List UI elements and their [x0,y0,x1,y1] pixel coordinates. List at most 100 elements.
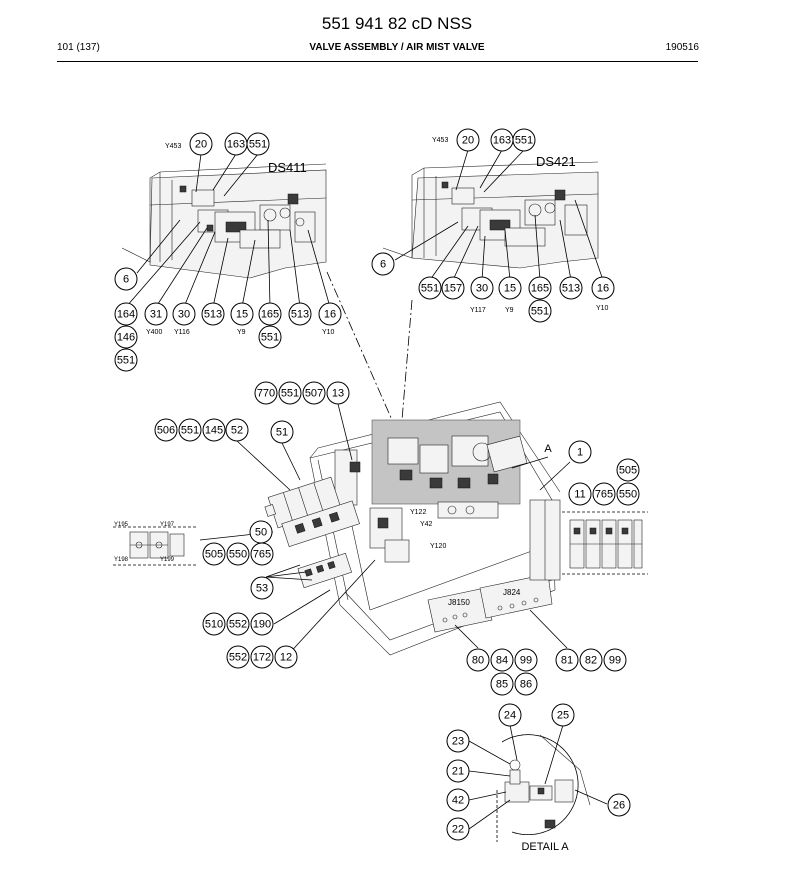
callout-number: 52 [231,425,243,437]
callout-c5: 163 [490,128,514,152]
callout-c12: 15 [498,276,522,300]
callout-number: 81 [561,655,573,667]
callout-c60: 86 [514,672,538,696]
callout-c50: 552 [226,645,250,669]
callout-number: 15 [504,283,516,295]
callout-balloon [302,381,326,405]
callout-balloon [446,788,470,812]
callout-balloon [114,302,138,326]
callout-c49: 190 [250,612,274,636]
callout-balloon [579,648,603,672]
detail-a-marker: A [544,443,552,455]
callout-c2: 163 [224,132,248,156]
callout-c9: 551 [418,276,442,300]
callout-c25: 146 [114,325,138,349]
callout-balloon [189,132,213,156]
connector-label-j8150: J8150 [448,598,470,607]
callout-c61: 24 [498,703,522,727]
callout-c53: 80 [466,648,490,672]
callout-c20: 513 [201,302,225,326]
callout-c29: 551 [278,381,302,405]
callout-balloon [551,703,575,727]
callout-number: 551 [249,139,267,151]
callout-number: 23 [452,736,464,748]
main-valve-assembly: J8150 J824 [264,401,561,656]
callout-balloon [568,440,592,464]
callout-number: 145 [205,425,223,437]
callout-balloon [490,672,514,696]
detail-a-view: DETAIL A [496,734,591,853]
signal-label: Y42 [420,521,433,528]
callout-balloon [616,458,640,482]
callout-c42: 50 [249,520,273,544]
callout-c32: 506 [154,418,178,442]
callout-number: 30 [476,283,488,295]
callout-c40: 765 [592,482,616,506]
callout-c67: 22 [446,817,470,841]
callout-c56: 81 [555,648,579,672]
date-code: 190516 [665,42,699,53]
callout-balloon [201,302,225,326]
signal-label: Y120 [430,543,446,550]
callout-number: 86 [520,679,532,691]
callout-balloon [226,645,250,669]
callout-number: 85 [496,679,508,691]
callout-c43: 505 [202,542,226,566]
callout-number: 1 [577,447,583,459]
callout-c63: 23 [446,729,470,753]
callout-number: 16 [597,283,609,295]
signal-label: Y198 [114,557,129,563]
callout-c27: 551 [114,348,138,372]
callout-number: 99 [609,655,621,667]
callout-number: 506 [157,425,175,437]
callout-balloon [514,648,538,672]
callout-number: 552 [229,619,247,631]
callout-number: 51 [276,427,288,439]
callout-balloon [498,276,522,300]
document-code: 551 941 82 cD NSS [321,14,473,33]
view-title-ds421: DS421 [536,154,576,169]
callout-balloon [154,418,178,442]
callout-balloon [528,299,552,323]
callout-number: 551 [281,388,299,400]
callout-number: 550 [619,489,637,501]
callout-c14: 513 [559,276,583,300]
callout-c48: 552 [226,612,250,636]
callout-balloon [258,325,282,349]
callout-c59: 85 [490,672,514,696]
signal-label: Y453 [432,137,448,144]
callout-balloon [318,302,342,326]
callout-c6: 551 [512,128,536,152]
callout-c24: 16 [318,302,342,326]
callout-balloon [225,418,249,442]
callout-c1: 20 [189,132,213,156]
callout-number: 507 [305,388,323,400]
callout-c35: 52 [225,418,249,442]
callout-balloon [446,729,470,753]
callout-number: 13 [332,388,344,400]
callout-balloon [288,302,312,326]
callout-c34: 145 [202,418,226,442]
callout-number: 513 [204,309,222,321]
callout-c3: 551 [246,132,270,156]
callout-c54: 84 [490,648,514,672]
callout-balloon [250,542,274,566]
callout-number: 163 [493,135,511,147]
callout-c30: 507 [302,381,326,405]
callout-number: 172 [253,652,271,664]
callout-c13: 165 [528,276,552,300]
callout-balloon [114,267,138,291]
signal-label: Y122 [410,509,426,516]
callout-number: 53 [256,583,268,595]
callout-balloon [603,648,627,672]
callout-balloon [226,542,250,566]
callout-c62: 25 [551,703,575,727]
callout-number: 552 [229,652,247,664]
callout-balloon [555,648,579,672]
callout-balloon [278,381,302,405]
signal-label: Y197 [160,522,175,528]
callout-number: 505 [619,465,637,477]
callout-number: 80 [472,655,484,667]
callout-c26: 551 [258,325,282,349]
